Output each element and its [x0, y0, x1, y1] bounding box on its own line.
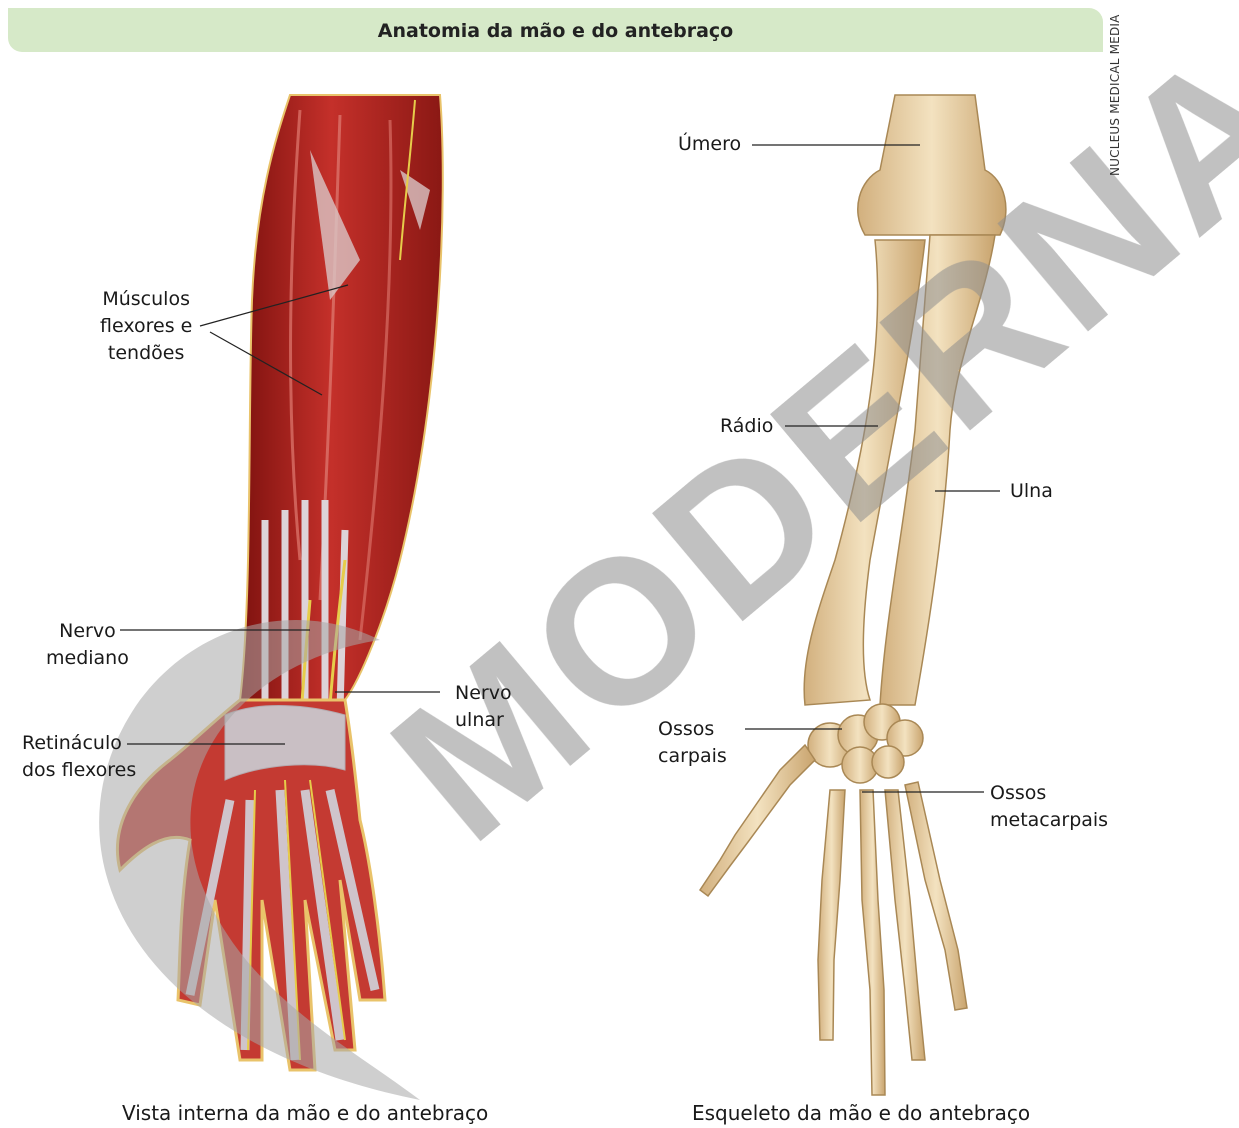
label-line: Ossos	[658, 716, 727, 743]
label-radius: Rádio	[720, 413, 773, 440]
label-metacarpals: Ossos metacarpais	[990, 780, 1108, 834]
label-line: Nervo	[46, 618, 129, 645]
label-line: tendões	[100, 340, 192, 367]
svg-text:MODERNA: MODERNA	[351, 0, 1239, 883]
label-flexor-muscles: Músculos flexores e tendões	[100, 286, 192, 367]
label-line: dos flexores	[22, 757, 136, 784]
label-line: Nervo	[455, 680, 512, 707]
label-ulnar-nerve: Nervo ulnar	[455, 680, 512, 734]
label-carpals: Ossos carpais	[658, 716, 727, 770]
caption-skeleton-view: Esqueleto da mão e do antebraço	[692, 1101, 1030, 1125]
label-line: Músculos	[100, 286, 192, 313]
label-line: ulnar	[455, 707, 512, 734]
label-median-nerve: Nervo mediano	[46, 618, 129, 672]
label-line: Ossos	[990, 780, 1108, 807]
page-title: Anatomia da mão e do antebraço	[8, 20, 1103, 42]
label-line: flexores e	[100, 313, 192, 340]
label-ulna: Ulna	[1010, 478, 1053, 505]
image-credit: NUCLEUS MEDICAL MEDIA	[1108, 14, 1122, 176]
title-bar: Anatomia da mão e do antebraço	[8, 8, 1103, 52]
label-line: metacarpais	[990, 807, 1108, 834]
label-flexor-retinaculum: Retináculo dos flexores	[22, 730, 136, 784]
label-line: Retináculo	[22, 730, 136, 757]
label-humerus: Úmero	[678, 131, 741, 158]
label-line: carpais	[658, 743, 727, 770]
label-line: mediano	[46, 645, 129, 672]
caption-muscle-view: Vista interna da mão e do antebraço	[122, 1101, 488, 1125]
